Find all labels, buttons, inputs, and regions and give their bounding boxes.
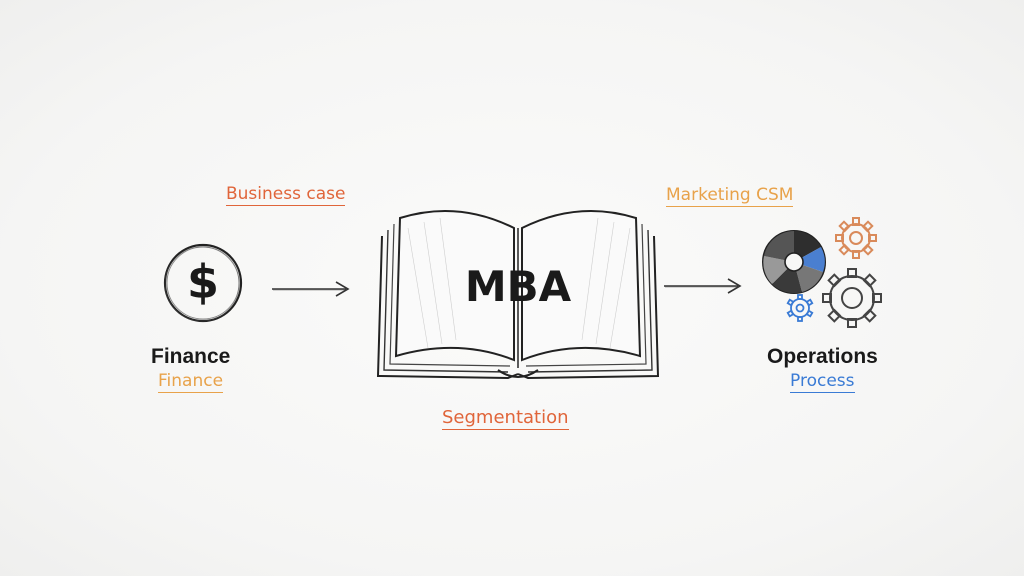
book-title: MBA (465, 262, 572, 311)
finance-title: Finance (151, 345, 231, 368)
note-segmentation: Segmentation (442, 407, 569, 430)
svg-text:$: $ (187, 255, 219, 309)
operations-title: Operations (767, 345, 878, 368)
note-business-case: Business case (226, 184, 346, 206)
dollar-coin-icon: $ (163, 243, 243, 323)
operations-subtitle: Process (790, 371, 855, 393)
note-marketing-csm: Marketing CSM (666, 185, 794, 207)
gears-icon (762, 217, 882, 328)
arrow-book-to-gears (664, 278, 742, 294)
arrow-left-to-book (272, 281, 350, 297)
open-book-icon: MBA (376, 209, 660, 380)
finance-subtitle: Finance (158, 371, 224, 393)
